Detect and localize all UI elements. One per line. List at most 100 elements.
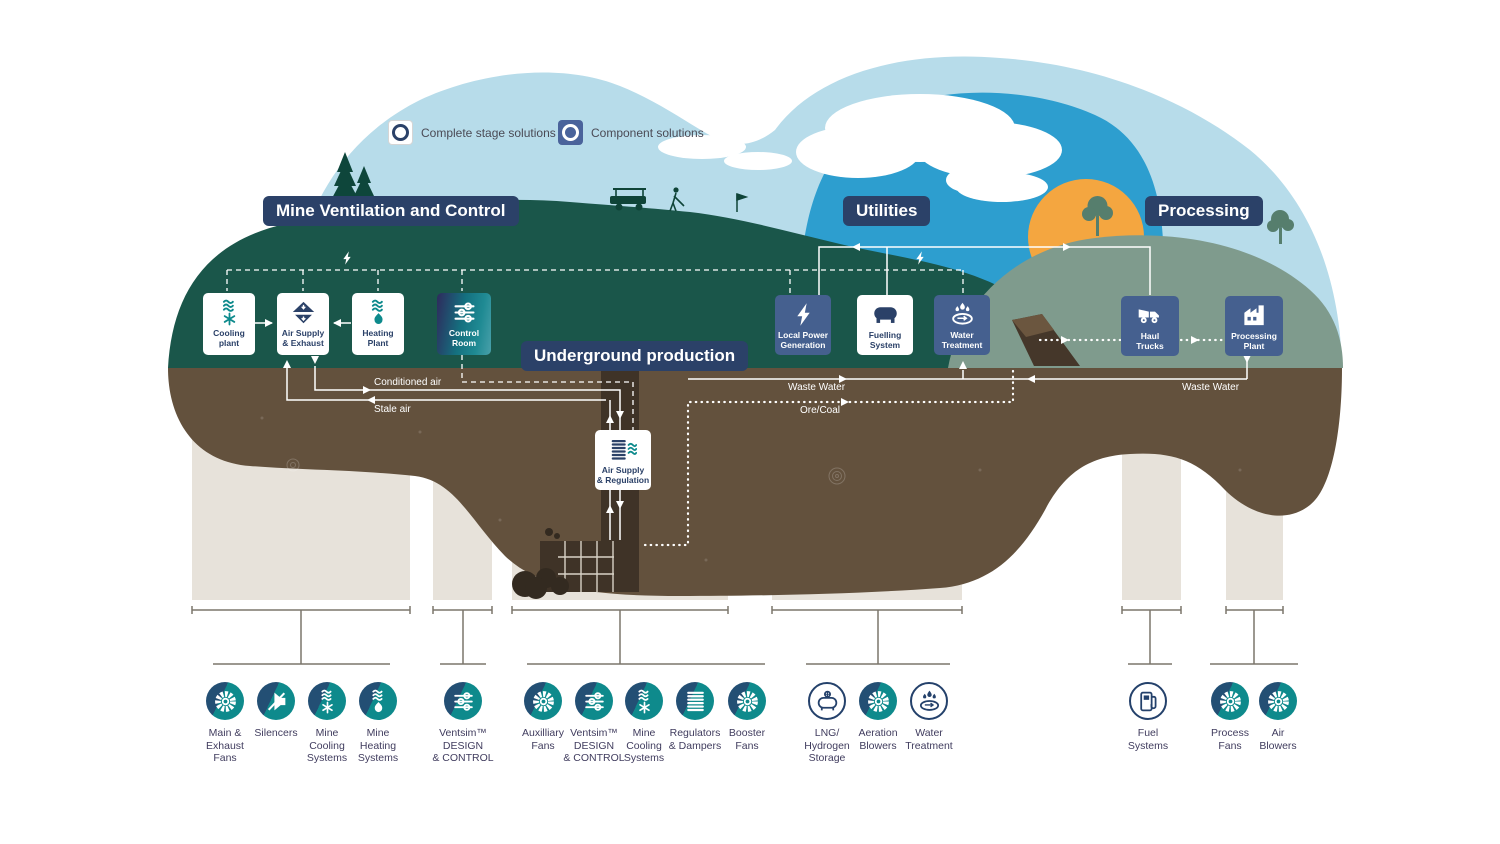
- cooling-icon: [216, 299, 243, 326]
- legend-label: Complete stage solutions: [421, 125, 556, 140]
- heating-icon: [366, 689, 391, 714]
- stage-heating-plant: Heating Plant: [352, 293, 404, 355]
- fan-icon: [866, 689, 891, 714]
- stage-air-supply-regulation: Air Supply & Regulation: [595, 430, 651, 490]
- solution-label: Mine Cooling Systems: [306, 727, 348, 765]
- water-treatment-icon: [917, 689, 942, 714]
- solution-label: Mine Cooling Systems: [623, 727, 665, 765]
- solution-aeration-blowers: [859, 682, 897, 720]
- clouds: [658, 94, 1062, 202]
- fan-icon: [213, 689, 238, 714]
- dotted-ore-lines: [643, 338, 1224, 547]
- solution-fuel-systems: [1129, 682, 1167, 720]
- legend-component: Component solutions: [558, 120, 704, 145]
- rock-pile: [512, 528, 569, 599]
- stage-label: Air Supply & Regulation: [596, 465, 650, 486]
- solution-label: Mine Heating Systems: [357, 727, 399, 765]
- solution-brackets: [191, 606, 1298, 665]
- solution-silencers: [257, 682, 295, 720]
- flow-ore-coal: Ore/Coal: [800, 405, 841, 416]
- solution-process-fans: [1211, 682, 1249, 720]
- component-icon: [558, 120, 583, 145]
- stage-label: Air Supply & Exhaust: [281, 328, 325, 349]
- stage-label: Local Power Generation: [777, 330, 829, 351]
- fuel-pump-icon: [1136, 689, 1161, 714]
- tank-icon: [815, 689, 840, 714]
- solution-main-exhaust-fans: [206, 682, 244, 720]
- solution-mine-cooling: [308, 682, 346, 720]
- solution-label: Air Blowers: [1259, 727, 1297, 752]
- haul-truck-icon: [1137, 302, 1164, 329]
- solution-water-treatment: [910, 682, 948, 720]
- stage-fuelling-system: Fuelling System: [857, 295, 913, 355]
- fossils: [286, 458, 846, 485]
- solution-air-blowers: [1259, 682, 1297, 720]
- solution-label: Silencers: [254, 727, 298, 739]
- stage-control-room: Control Room: [437, 293, 491, 355]
- pine-trees: [331, 152, 374, 209]
- solution-label: Fuel Systems: [1127, 727, 1169, 752]
- stage-label: Water Treatment: [941, 330, 983, 351]
- air-supply-exhaust-icon: [290, 299, 317, 326]
- solution-label: Ventsim™ DESIGN & CONTROL: [563, 727, 625, 765]
- sliders-icon: [451, 689, 476, 714]
- solution-ventsim: [575, 682, 613, 720]
- solution-mine-cooling: [625, 682, 663, 720]
- solution-label: Process Fans: [1211, 727, 1249, 752]
- section-utilities: Utilities: [843, 196, 931, 226]
- sliders-icon: [451, 299, 478, 326]
- solution-label: Ventsim™ DESIGN & CONTROL: [432, 727, 494, 765]
- dashed-power-lines: [226, 269, 964, 432]
- water-treatment-icon: [949, 301, 976, 328]
- fan-icon: [531, 689, 556, 714]
- round-trees: [1082, 196, 1294, 244]
- stage-label: Processing Plant: [1231, 331, 1277, 352]
- stage-air-supply-exhaust: Air Supply & Exhaust: [277, 293, 329, 355]
- louvers-icon: [683, 689, 708, 714]
- solution-label: Aeration Blowers: [858, 727, 898, 752]
- shaft-ladder: [558, 541, 614, 592]
- lightning-icon: [790, 301, 817, 328]
- flow-arrowheads: [265, 243, 1251, 513]
- solution-label: Booster Fans: [728, 727, 766, 752]
- solution-lng-hydrogen-storage: [808, 682, 846, 720]
- factory-icon: [1241, 302, 1268, 329]
- flow-conditioned-air: Conditioned air: [374, 377, 442, 388]
- flow-stale-air: Stale air: [374, 404, 411, 415]
- solution-label: Main & Exhaust Fans: [206, 727, 244, 765]
- stage-local-power-generation: Local Power Generation: [775, 295, 831, 355]
- golf-flag: [736, 192, 749, 212]
- stage-processing-plant: Processing Plant: [1225, 296, 1283, 356]
- stage-label: Heating Plant: [362, 328, 394, 349]
- stage-water-treatment: Water Treatment: [934, 295, 990, 355]
- fan-icon: [1218, 689, 1243, 714]
- solution-label: LNG/ Hydrogen Storage: [804, 727, 850, 765]
- solution-ventsim: [444, 682, 482, 720]
- solution-regulators-dampers: [676, 682, 714, 720]
- legend-complete-stage: Complete stage solutions: [388, 120, 556, 145]
- fuel-tank-icon: [872, 301, 899, 328]
- heating-icon: [365, 299, 392, 326]
- soil-specks: [260, 416, 1242, 562]
- legend-label: Component solutions: [591, 125, 704, 140]
- sliders-icon: [582, 689, 607, 714]
- complete-stage-icon: [388, 120, 413, 145]
- fan-icon: [735, 689, 760, 714]
- stage-label: Fuelling System: [868, 330, 902, 351]
- flow-waste-water-right: Waste Water: [1182, 382, 1240, 393]
- solution-booster-fans: [728, 682, 766, 720]
- stage-label: Haul Trucks: [1136, 331, 1164, 352]
- golfer: [669, 187, 685, 212]
- stage-label: Cooling plant: [213, 328, 245, 349]
- silencer-icon: [264, 689, 289, 714]
- cooling-icon: [632, 689, 657, 714]
- solution-label: Auxilliary Fans: [521, 727, 564, 752]
- stage-cooling-plant: Cooling plant: [203, 293, 255, 355]
- stage-label: Control Room: [448, 328, 480, 349]
- blower-fan-icon: [1266, 689, 1291, 714]
- stage-haul-trucks: Haul Trucks: [1121, 296, 1179, 356]
- solution-auxilliary-fans: [524, 682, 562, 720]
- section-mine-ventilation: Mine Ventilation and Control: [263, 196, 519, 226]
- section-processing: Processing: [1145, 196, 1263, 226]
